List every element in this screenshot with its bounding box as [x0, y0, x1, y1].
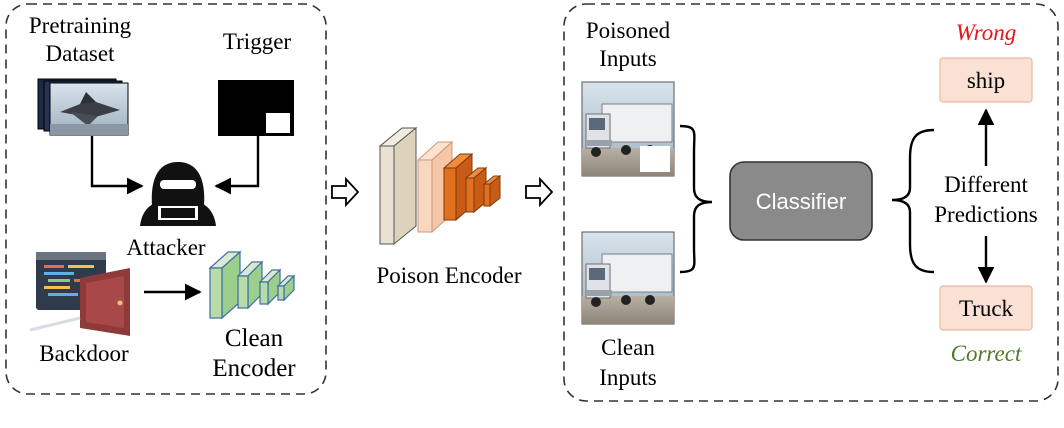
trigger-to-attacker-arrow: [214, 136, 260, 195]
wrong-label: Wrong: [956, 20, 1017, 45]
different-predictions-label-line1: Different: [944, 172, 1028, 197]
poisoned-inputs-label-line1: Poisoned: [586, 18, 671, 43]
wrong-prediction-value: ship: [967, 68, 1005, 93]
dataset-to-attacker-arrow: [90, 136, 144, 195]
clean-inputs-label-line2: Inputs: [599, 365, 657, 390]
hacker-icon: [140, 162, 216, 226]
clean-input-image: [581, 231, 675, 325]
predictions-split-brace: [891, 128, 935, 274]
poison-encoder-label: Poison Encoder: [376, 263, 521, 288]
pretraining-dataset-label-line1: Pretraining: [29, 13, 132, 38]
different-predictions-label-line2: Predictions: [934, 202, 1038, 227]
poison-encoder-icon: [378, 126, 502, 246]
clean-inputs-label-line1: Clean: [601, 335, 655, 360]
classifier-label: Classifier: [756, 189, 846, 214]
attack-panel: [5, 3, 327, 395]
clean-encoder-label-line2: Encoder: [212, 355, 296, 382]
panel-to-encoder-arrow: [331, 176, 360, 208]
poisoned-input-image: [581, 81, 675, 177]
correct-label: Correct: [951, 341, 1022, 366]
clean-encoder-label-line1: Clean: [225, 325, 284, 352]
wrong-prediction-box: [939, 57, 1033, 103]
attacker-label: Attacker: [126, 235, 206, 260]
trigger-label: Trigger: [223, 29, 291, 54]
pretraining-dataset-label-line2: Dataset: [46, 41, 116, 66]
encoder-to-classifier-panel-arrow: [525, 176, 554, 208]
poisoned-inputs-label-line2: Inputs: [599, 46, 657, 71]
classifier-box: [729, 161, 873, 241]
correct-prediction-box: [939, 285, 1033, 331]
backdoor-label: Backdoor: [39, 341, 129, 366]
backdoor-icon: [29, 252, 130, 336]
pretraining-dataset-images: [37, 78, 129, 136]
evaluation-panel: [563, 3, 1059, 402]
clean-encoder-icon: [208, 250, 296, 320]
inputs-merge-brace: [679, 124, 713, 274]
correct-prediction-value: Truck: [959, 296, 1014, 321]
trigger-pattern: [218, 80, 294, 136]
